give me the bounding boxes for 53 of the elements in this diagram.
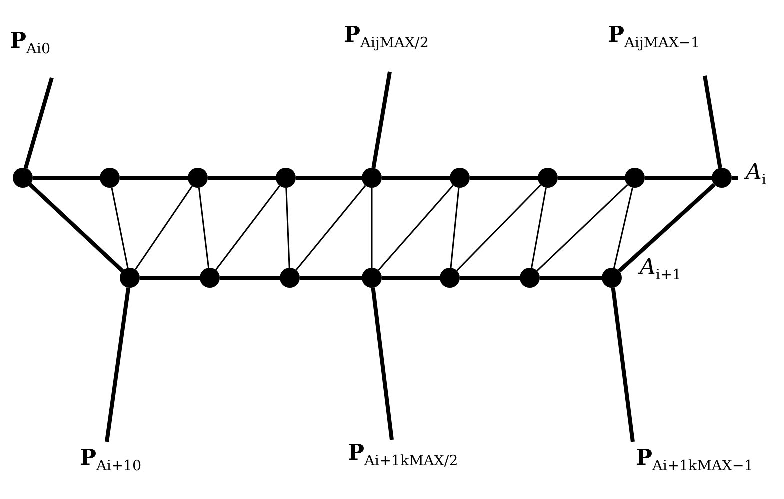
mesh-point	[538, 168, 558, 188]
mesh-line	[540, 276, 602, 280]
mesh-line	[618, 183, 716, 273]
mesh-line	[198, 188, 210, 268]
mesh-line	[456, 184, 542, 272]
mesh-line	[120, 176, 188, 180]
mesh-point	[188, 168, 208, 188]
mesh-line	[135, 186, 193, 270]
mesh-line	[614, 188, 634, 268]
mesh-point	[520, 268, 540, 288]
mesh-line	[300, 276, 362, 280]
line-label: A$_{i}$	[746, 160, 766, 188]
mesh-line	[140, 276, 200, 280]
mesh-point	[276, 168, 296, 188]
mesh-point	[100, 168, 120, 188]
mesh-line	[111, 188, 129, 268]
leader-line	[611, 288, 635, 442]
mesh-line	[28, 183, 124, 273]
mesh-line	[215, 186, 281, 270]
mesh-line	[220, 276, 280, 280]
mesh-line	[382, 276, 440, 280]
mesh-line	[382, 176, 450, 180]
mesh-point	[362, 168, 382, 188]
mesh-point	[362, 268, 382, 288]
mesh-point	[450, 168, 470, 188]
leader-line	[371, 288, 394, 440]
mesh-line	[531, 188, 547, 268]
mesh-line	[450, 188, 460, 268]
leader-line	[105, 288, 131, 442]
leader-line	[24, 77, 54, 169]
mesh-line	[296, 185, 366, 271]
line-label: A$_{i+1}$	[640, 255, 682, 284]
mesh-point	[602, 268, 622, 288]
mesh-line	[208, 176, 276, 180]
mesh-line	[286, 188, 290, 268]
mesh-line	[470, 176, 538, 180]
leader-line	[703, 76, 722, 168]
leader-line	[372, 72, 392, 168]
mesh-point	[625, 168, 645, 188]
mesh-point	[200, 268, 220, 288]
mesh-point	[280, 268, 300, 288]
mesh-line	[645, 176, 712, 180]
mesh-line	[296, 176, 362, 180]
mesh-point	[712, 168, 732, 188]
mesh-line	[558, 176, 625, 180]
mesh-line	[536, 184, 628, 272]
mesh-line	[33, 176, 100, 180]
mesh-line	[460, 276, 520, 280]
mesh-line	[378, 185, 454, 271]
mesh-point	[440, 268, 460, 288]
mesh-line	[371, 188, 373, 268]
mesh-point	[120, 268, 140, 288]
mesh-point	[13, 168, 33, 188]
